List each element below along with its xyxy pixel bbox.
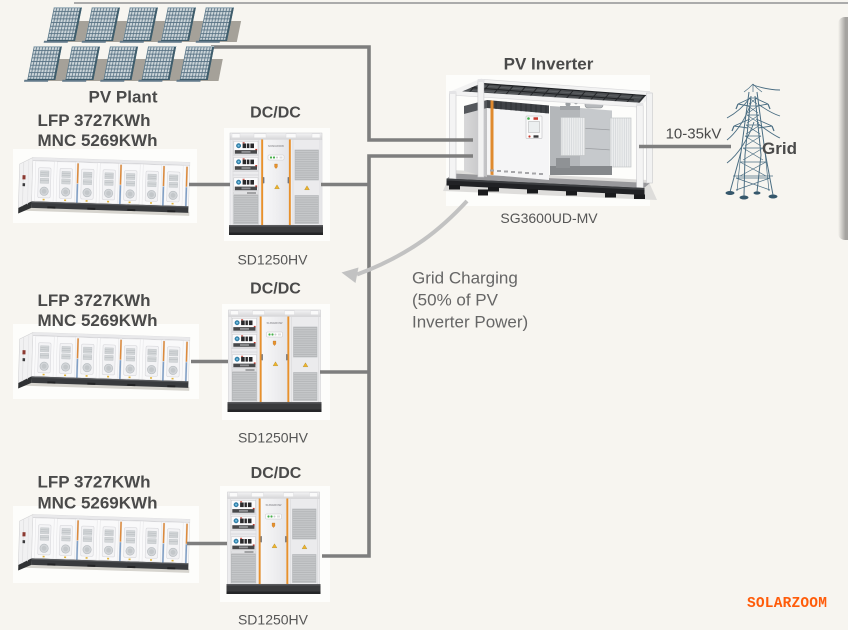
svg-text:MNC 5269KWh: MNC 5269KWh <box>38 494 158 513</box>
svg-text:PV Inverter: PV Inverter <box>504 55 594 74</box>
svg-text:10-35kV: 10-35kV <box>666 126 722 143</box>
svg-text:Grid: Grid <box>762 139 797 158</box>
svg-text:MNC 5269KWh: MNC 5269KWh <box>38 311 158 330</box>
svg-text:LFP 3727KWh: LFP 3727KWh <box>38 473 151 492</box>
svg-text:(50% of PV: (50% of PV <box>412 291 499 310</box>
svg-text:SOLARZOOM: SOLARZOOM <box>747 596 827 612</box>
svg-text:Grid Charging: Grid Charging <box>412 269 518 288</box>
svg-text:SG3600UD-MV: SG3600UD-MV <box>500 210 598 226</box>
svg-text:LFP 3727KWh: LFP 3727KWh <box>38 111 151 130</box>
svg-text:LFP 3727KWh: LFP 3727KWh <box>38 291 151 310</box>
svg-text:DC/DC: DC/DC <box>251 465 302 482</box>
svg-text:Inverter Power): Inverter Power) <box>412 313 528 332</box>
svg-text:SD1250HV: SD1250HV <box>238 430 309 446</box>
svg-text:SD1250HV: SD1250HV <box>237 252 308 268</box>
svg-text:DC/DC: DC/DC <box>250 281 301 298</box>
svg-text:MNC 5269KWh: MNC 5269KWh <box>38 131 158 150</box>
svg-text:PV Plant: PV Plant <box>89 88 158 107</box>
svg-text:DC/DC: DC/DC <box>250 105 301 122</box>
svg-text:SD1250HV: SD1250HV <box>238 612 309 628</box>
